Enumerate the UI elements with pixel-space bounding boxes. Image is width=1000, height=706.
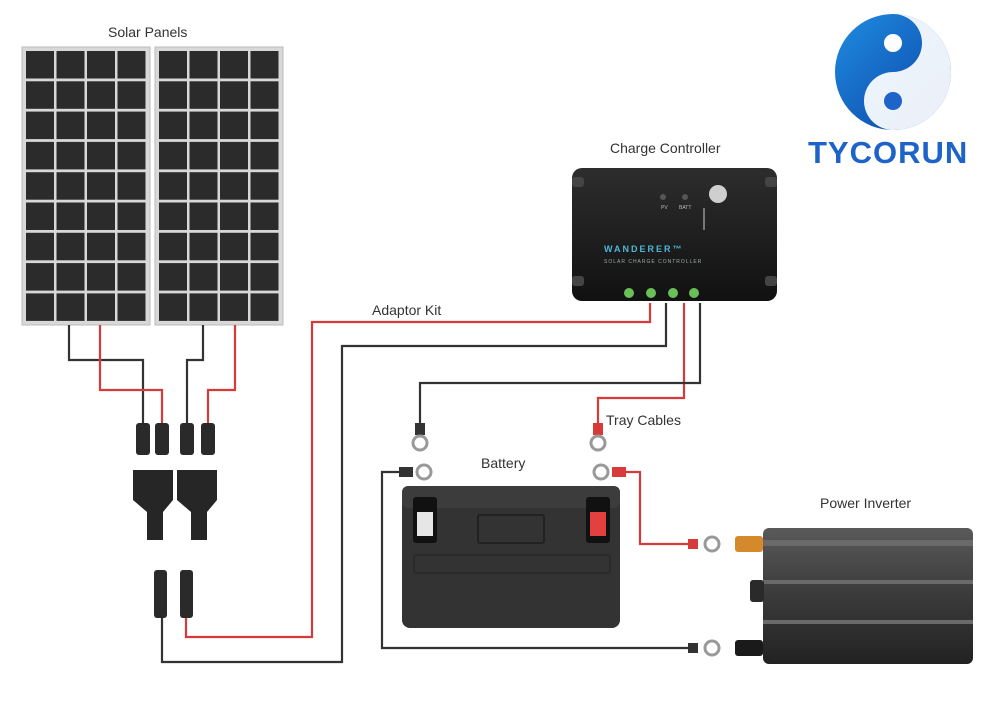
mc4-connectors: [133, 423, 217, 618]
solar-cell: [220, 51, 248, 79]
solar-cell: [117, 81, 146, 109]
solar-cell: [159, 51, 187, 79]
solar-cell: [56, 172, 85, 200]
solar-cell: [26, 111, 54, 140]
solar-cell: [189, 232, 218, 261]
battery: [402, 486, 620, 628]
solar-cell: [26, 141, 54, 170]
solar-cell: [220, 111, 248, 140]
solar-cell: [159, 111, 187, 140]
solar-cell: [189, 51, 218, 79]
solar-cell: [87, 293, 115, 321]
solar-cell: [117, 202, 146, 230]
solar-cell: [189, 263, 218, 291]
solar-cell: [26, 293, 54, 321]
tycorun-logo-text: TYCORUN: [808, 135, 969, 170]
power-inverter-label: Power Inverter: [820, 495, 912, 511]
solar-cell: [87, 263, 115, 291]
controller-brand: WANDERER™: [604, 244, 684, 254]
solar-cell: [26, 51, 54, 79]
solar-cell: [87, 111, 115, 140]
solar-cell: [117, 51, 146, 79]
solar-cell: [220, 172, 248, 200]
solar-cell: [87, 202, 115, 230]
solar-cell: [220, 263, 248, 291]
solar-cell: [117, 111, 146, 140]
solar-cell: [117, 232, 146, 261]
solar-cell: [159, 232, 187, 261]
solar-cell: [26, 81, 54, 109]
controller-subtitle: SOLAR CHARGE CONTROLLER: [604, 259, 703, 265]
charge-controller-label: Charge Controller: [610, 140, 721, 156]
solar-cell: [87, 51, 115, 79]
solar-cell: [26, 172, 54, 200]
tycorun-emblem: [835, 14, 951, 130]
solar-cell: [189, 172, 218, 200]
solar-cell: [26, 232, 54, 261]
solar-cell: [250, 111, 279, 140]
solar-cell: [250, 293, 279, 321]
ring-terminals: [399, 423, 626, 481]
solar-cell: [220, 232, 248, 261]
solar-cell: [87, 81, 115, 109]
solar-cell: [189, 202, 218, 230]
tray-cables-label: Tray Cables: [606, 412, 681, 428]
solar-cell: [250, 202, 279, 230]
solar-cell: [87, 172, 115, 200]
solar-panel-left: [21, 46, 151, 326]
solar-cell: [56, 293, 85, 321]
inverter-cables: [380, 470, 690, 650]
solar-cell: [189, 81, 218, 109]
solar-cell: [250, 263, 279, 291]
solar-cell: [220, 81, 248, 109]
solar-panel-right: [154, 46, 284, 326]
charge-controller: [572, 168, 777, 301]
solar-cell: [56, 232, 85, 261]
solar-cell: [189, 293, 218, 321]
solar-panels-label: Solar Panels: [108, 24, 188, 40]
solar-cell: [159, 263, 187, 291]
solar-cell: [159, 202, 187, 230]
solar-cell: [26, 202, 54, 230]
solar-cell: [87, 232, 115, 261]
solar-cell: [189, 111, 218, 140]
solar-cell: [250, 141, 279, 170]
solar-cell: [87, 141, 115, 170]
solar-cell: [159, 172, 187, 200]
solar-cell: [117, 293, 146, 321]
solar-cell: [117, 172, 146, 200]
solar-cell: [117, 141, 146, 170]
solar-cell: [250, 232, 279, 261]
adaptor-kit-label: Adaptor Kit: [372, 302, 442, 318]
controller-pv-label: PV: [661, 205, 668, 211]
solar-cell: [159, 293, 187, 321]
solar-cell: [56, 141, 85, 170]
solar-cell: [56, 51, 85, 79]
adaptor-kit-wires: [160, 303, 668, 664]
solar-cell: [250, 81, 279, 109]
controller-batt-label: BATT: [679, 205, 692, 211]
solar-cell: [56, 81, 85, 109]
solar-cell: [56, 202, 85, 230]
solar-cell: [56, 263, 85, 291]
solar-cell: [26, 263, 54, 291]
solar-cell: [117, 263, 146, 291]
solar-cell: [250, 51, 279, 79]
solar-cell: [250, 172, 279, 200]
solar-cell: [56, 111, 85, 140]
solar-cell: [159, 141, 187, 170]
battery-label: Battery: [481, 455, 526, 471]
power-inverter: [735, 528, 973, 664]
solar-cell: [220, 141, 248, 170]
battery-cables: [418, 303, 702, 425]
solar-cell: [220, 202, 248, 230]
solar-cell: [220, 293, 248, 321]
panel-leads: [67, 325, 237, 425]
solar-cell: [189, 141, 218, 170]
solar-cell: [159, 81, 187, 109]
